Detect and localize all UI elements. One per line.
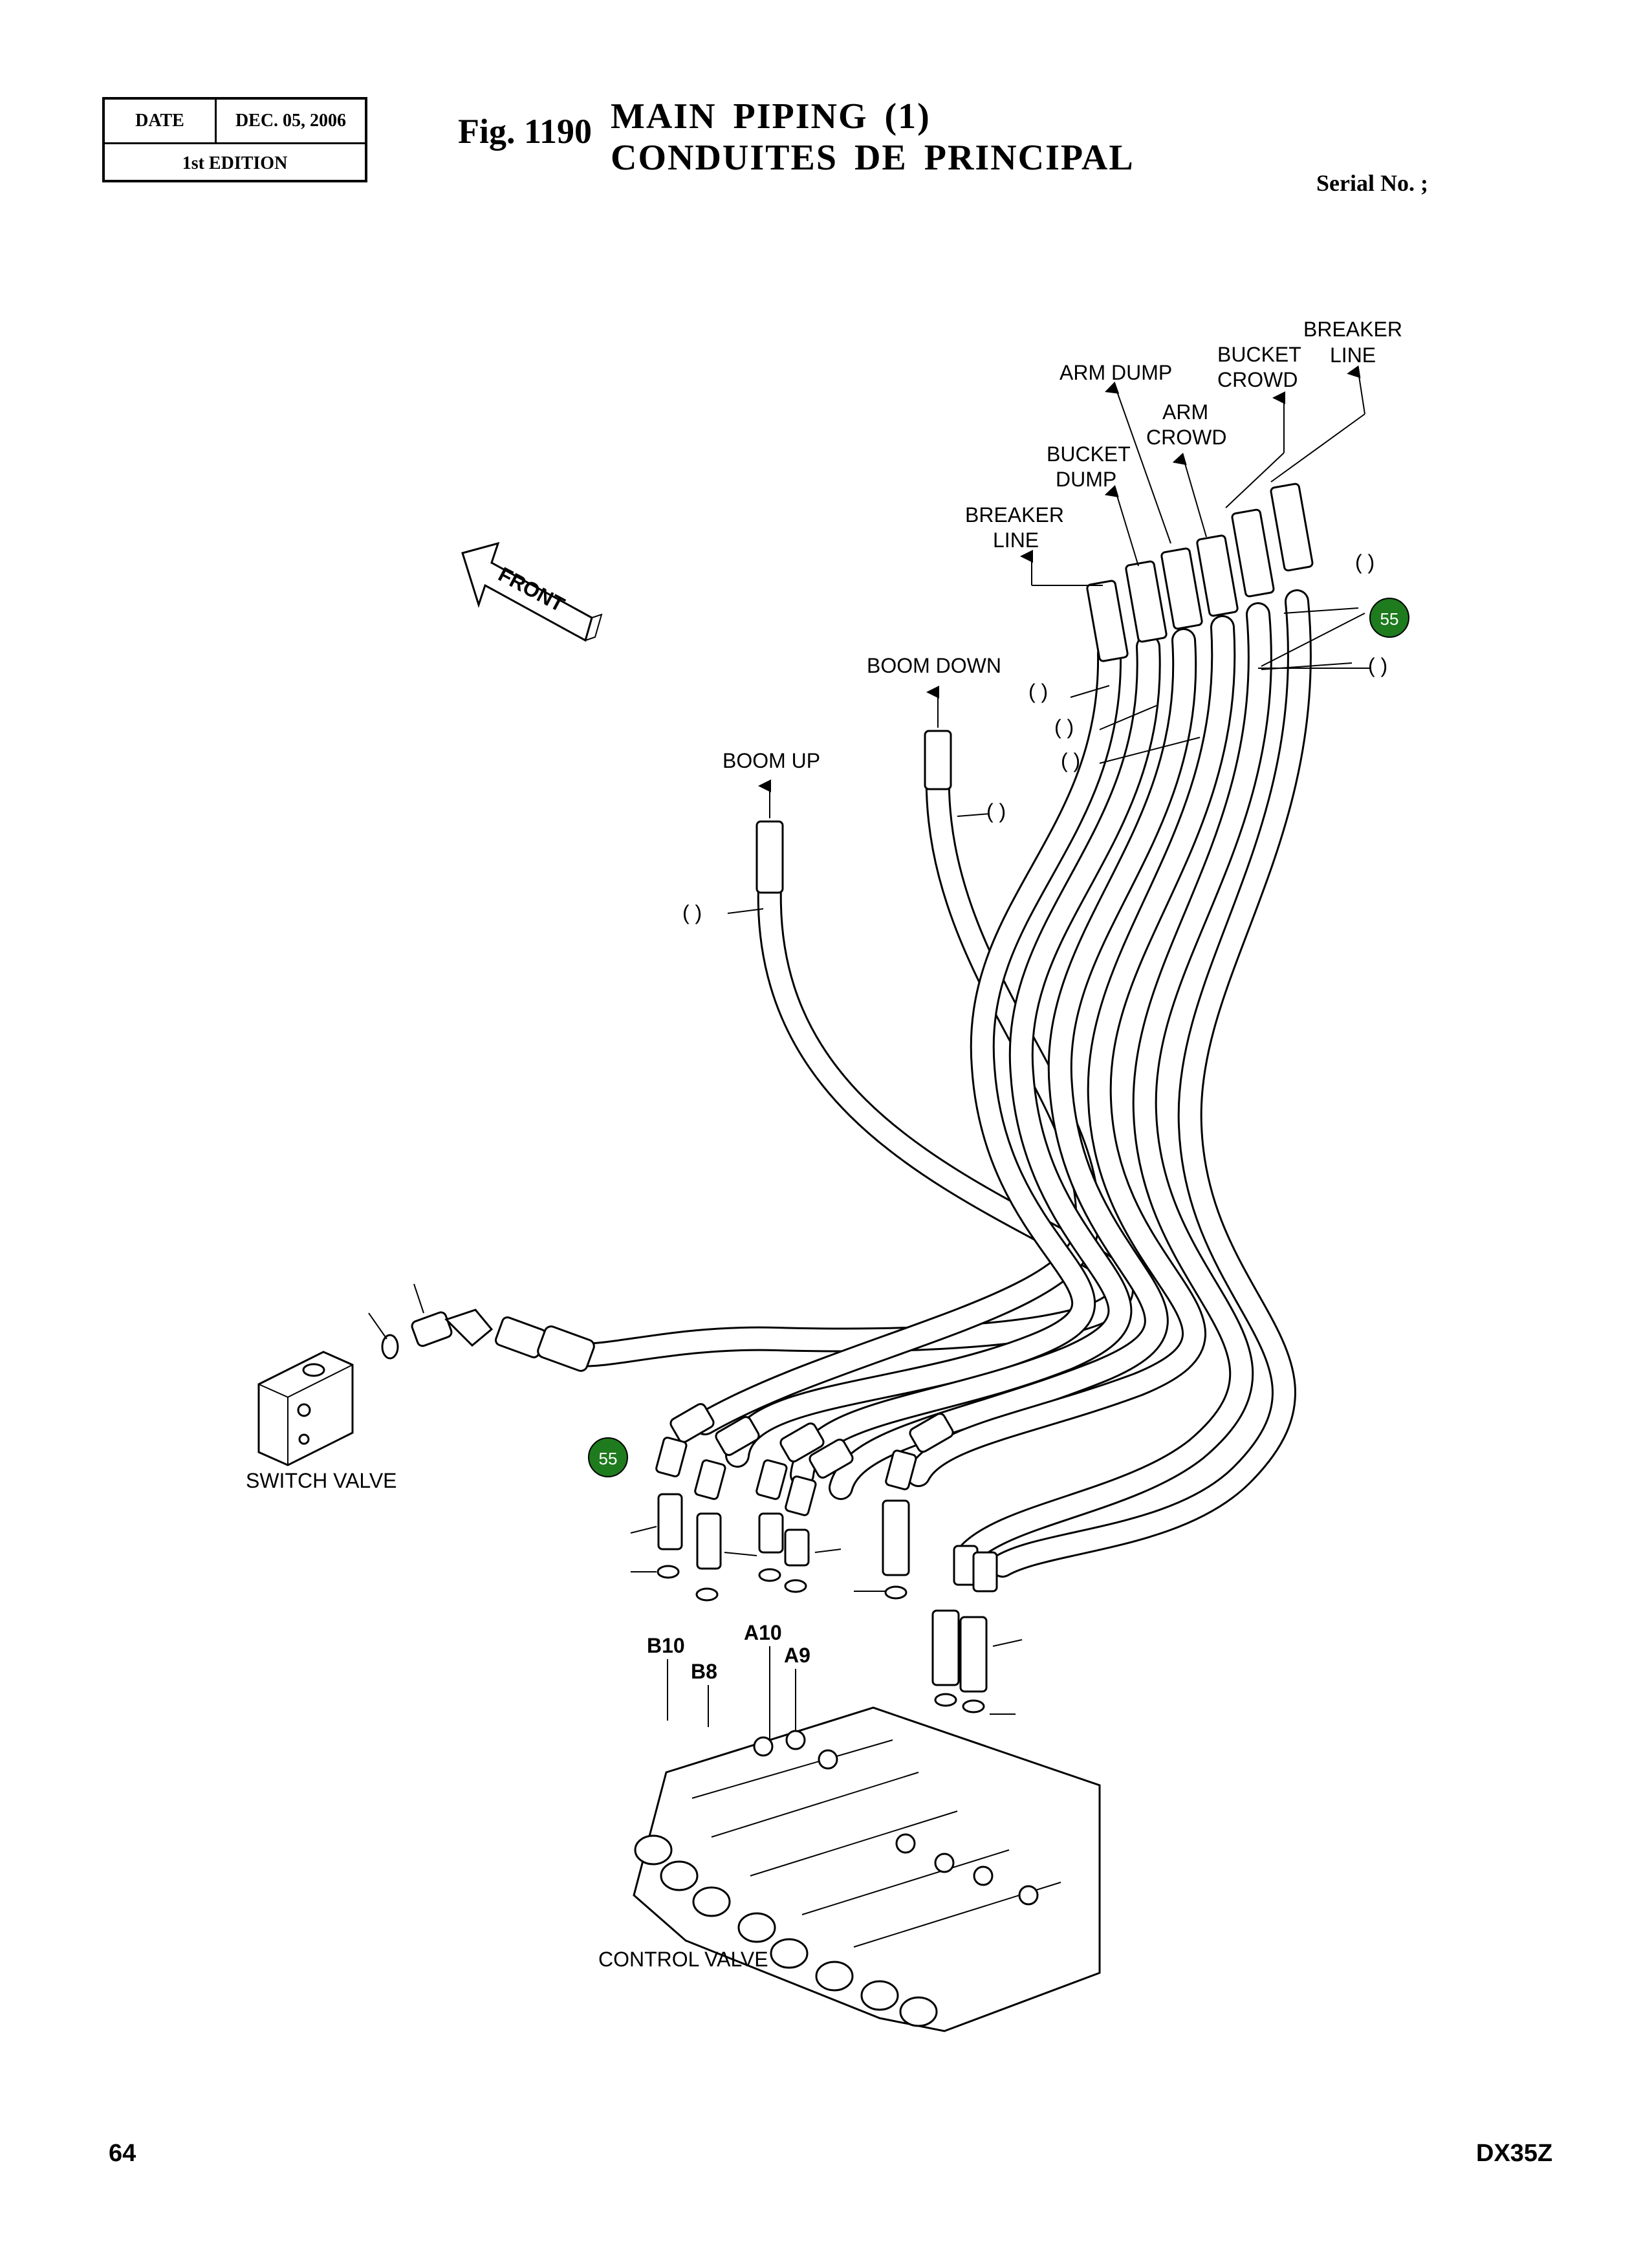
port-b8-label: B8 (691, 1660, 717, 1683)
front-arrow: FRONT (461, 541, 603, 642)
callout-55-upper-text: 55 (1380, 609, 1399, 629)
paren-6: ( ) (1355, 550, 1375, 574)
switch-valve-label: SWITCH VALVE (246, 1469, 397, 1492)
port-b10-label: B10 (647, 1634, 685, 1657)
breaker-line-1-label-l1: BREAKER (965, 503, 1064, 527)
paren-1: ( ) (682, 901, 702, 924)
breaker-line-2-label-l1: BREAKER (1303, 318, 1402, 341)
figure-title-french: CONDUITES DE PRINCIPAL (611, 138, 1135, 178)
figure-number: Fig. 1190 (458, 112, 592, 151)
leader-lines (727, 607, 1371, 914)
date-label: DATE (105, 100, 217, 142)
upper-fittings (755, 483, 1314, 894)
date-row: DATE DEC. 05, 2006 (105, 100, 365, 144)
page-number: 64 (109, 2140, 136, 2167)
lower-fittings (630, 1403, 1023, 1715)
model-code: DX35Z (1476, 2140, 1553, 2167)
breaker-line-1-label-l2: LINE (993, 528, 1039, 552)
boom-down-label: BOOM DOWN (867, 654, 1001, 677)
arm-crowd-label-l1: ARM (1162, 400, 1208, 424)
date-value: DEC. 05, 2006 (235, 111, 347, 131)
paren-3: ( ) (1028, 680, 1048, 703)
callout-55-lower: 55 (588, 1437, 628, 1477)
boom-up-label: BOOM UP (723, 749, 820, 772)
port-a10-label: A10 (744, 1621, 782, 1644)
switch-valve: SWITCH VALVE (246, 1283, 595, 1492)
serial-number: Serial No. ; (1316, 170, 1428, 196)
bucket-dump-label-l2: DUMP (1056, 468, 1116, 491)
control-valve-label: CONTROL VALVE (598, 1948, 768, 1971)
paren-4: ( ) (1054, 715, 1074, 739)
arm-dump-label: ARM DUMP (1060, 361, 1172, 384)
valve-ports (634, 1730, 1039, 2027)
callout-55-lower-text: 55 (599, 1449, 618, 1468)
bucket-dump-label-l1: BUCKET (1047, 442, 1131, 466)
paren-2: ( ) (986, 799, 1006, 823)
edition-label: 1st EDITION (182, 153, 288, 173)
port-a9-label: A9 (784, 1644, 810, 1667)
paren-7: ( ) (1368, 654, 1387, 677)
bucket-crowd-label-l1: BUCKET (1217, 343, 1301, 366)
paren-5: ( ) (1061, 749, 1080, 772)
bucket-crowd-label-l2: CROWD (1217, 368, 1298, 391)
figure-title-english: MAIN PIPING (1) (611, 96, 931, 136)
breaker-line-2-label-l2: LINE (1330, 343, 1376, 367)
direction-arrows (758, 365, 1365, 818)
arm-crowd-label-l2: CROWD (1146, 426, 1226, 449)
hose-bundle (538, 589, 1312, 1578)
callout-55-upper: 55 (1369, 598, 1409, 638)
control-valve: CONTROL VALVE (598, 1706, 1101, 2032)
date-edition-box: DATE DEC. 05, 2006 1st EDITION (102, 97, 367, 182)
function-labels: BOOM UP BOOM DOWN BREAKER LINE BUCKET DU… (723, 318, 1402, 772)
item-number-placeholders: ( ) ( ) ( ) ( ) ( ) ( ) ( ) (682, 550, 1387, 924)
